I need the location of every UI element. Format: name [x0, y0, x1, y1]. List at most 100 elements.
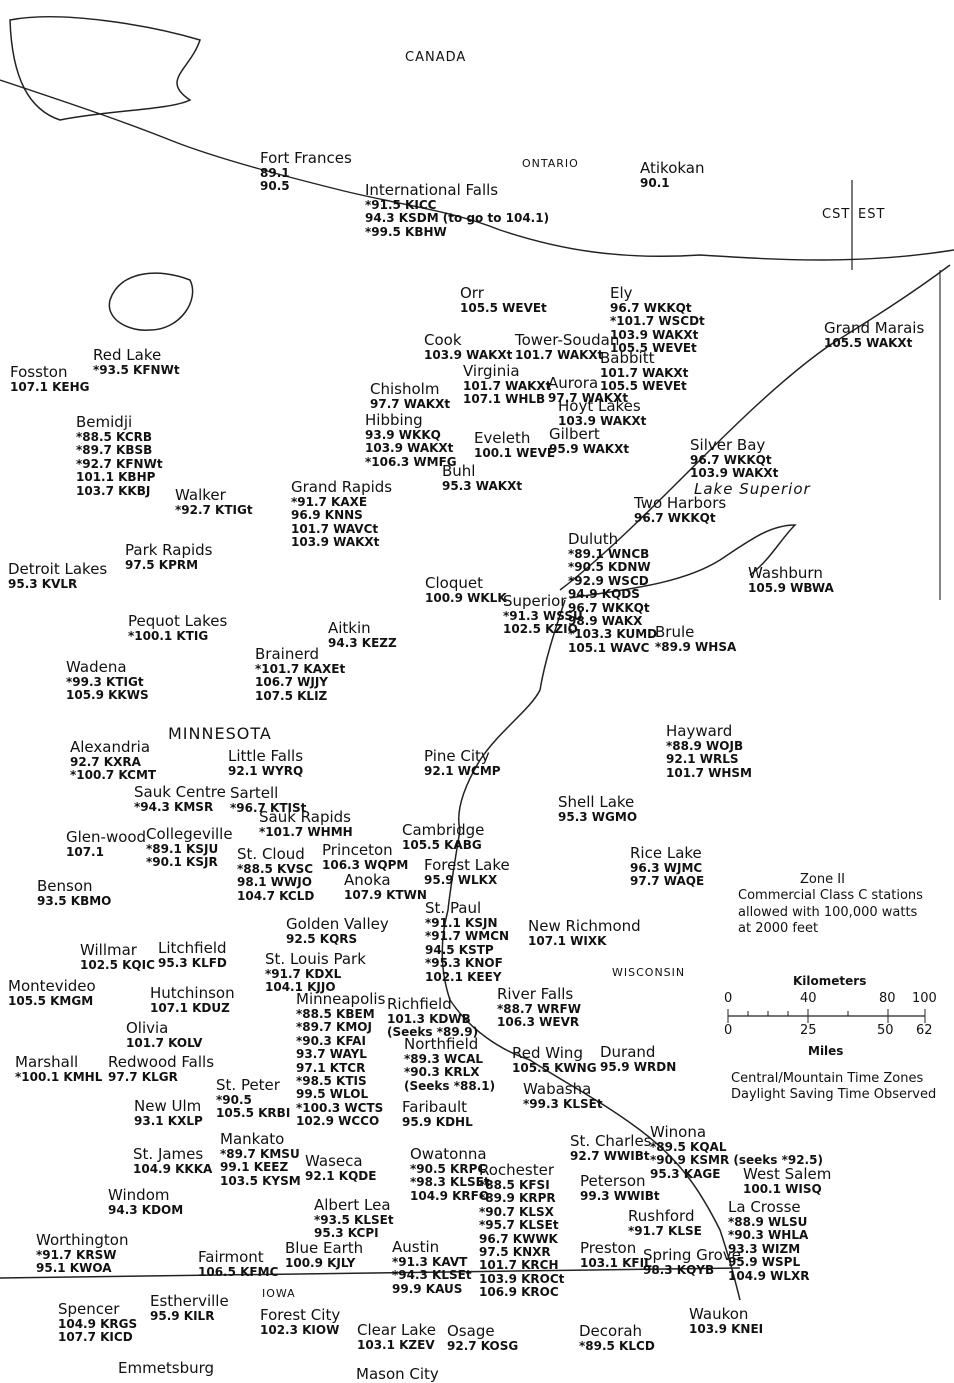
station-frequency: 105.9 KKWS: [66, 688, 149, 703]
city-name: Red Lake: [93, 346, 162, 364]
city-collegeville: Collegeville*89.1 KSJU*90.1 KSJR: [146, 826, 233, 870]
canada-border: [0, 79, 954, 261]
station-frequency: 99.9 KAUS: [392, 1281, 463, 1296]
station-frequency: *100.3 WCTS: [296, 1100, 384, 1115]
station-frequency: *89.5 KQAL: [650, 1139, 727, 1154]
station-frequency: *98.3 KLSEt: [410, 1175, 490, 1190]
station-frequency: 96.9 KNNS: [291, 508, 363, 523]
scale-km-0: 0: [724, 991, 733, 1006]
city-name: Hutchinson: [150, 984, 235, 1002]
city-name: Fort Frances: [260, 149, 352, 167]
minnesota-label: MINNESOTA: [168, 724, 272, 743]
station-frequency: *101.7 WSCDt: [610, 314, 705, 329]
city-name: Benson: [37, 877, 93, 895]
station-frequency: 92.7 KXRA: [70, 754, 141, 769]
scale-mi-0: 0: [724, 1023, 733, 1038]
city-name: Cook: [424, 331, 462, 349]
city-name: Mason City: [356, 1365, 439, 1383]
station-frequency: 92.1 WCMP: [424, 763, 501, 778]
station-frequency: 106.3 WQPM: [322, 857, 409, 872]
station-frequency: 97.7 WAQE: [630, 874, 705, 889]
city-marshall: Marshall*100.1 KMHL: [15, 1054, 102, 1084]
station-frequency: 95.3 WGMO: [558, 809, 638, 824]
station-frequency: *90.3 KRLX: [404, 1065, 480, 1080]
city-name: Little Falls: [228, 747, 304, 765]
station-frequency: 105.1 WAVC: [568, 640, 650, 655]
city-name: Faribault: [402, 1098, 468, 1116]
city-name: Babbitt: [600, 349, 655, 367]
time-note-line1: Central/Mountain Time Zones: [731, 1071, 924, 1086]
city-name: Hayward: [666, 722, 733, 740]
city-name: Montevideo: [8, 977, 96, 995]
city-mason-city: Mason City: [356, 1366, 439, 1383]
city-name: Spencer: [58, 1300, 120, 1318]
city-name: Alexandria: [70, 738, 151, 756]
city-name: Winona: [650, 1123, 707, 1141]
station-frequency: 95.9 WRDN: [600, 1059, 677, 1074]
city-name: Hoyt Lakes: [558, 397, 641, 415]
station-frequency: 103.1 KFIL: [580, 1255, 652, 1270]
station-frequency: *99.3 KLSEt: [523, 1096, 603, 1111]
red-lake: [108, 272, 194, 331]
station-frequency: *96.7 KTISt: [230, 800, 307, 815]
cst-label: CST: [822, 207, 851, 222]
city-name: Pequot Lakes: [128, 612, 228, 630]
city-name: Estherville: [150, 1292, 229, 1310]
zone-note-line1: Commercial Class C stations: [738, 888, 923, 904]
station-frequency: *89.5 KLCD: [579, 1338, 655, 1353]
station-frequency: *91.7 KDXL: [265, 966, 342, 981]
station-frequency: 92.5 KQRS: [286, 931, 358, 946]
station-frequency: *94.3 KMSR: [134, 799, 214, 814]
station-frequency: 102.1 KEEY: [425, 969, 502, 984]
city-name: Peterson: [580, 1172, 646, 1190]
scale-km-40: 40: [800, 991, 817, 1006]
station-frequency: 96.7 WKKQt: [568, 600, 650, 615]
city-name: La Crosse: [728, 1198, 801, 1216]
station-frequency: *90.5: [216, 1092, 252, 1107]
station-frequency: 100.1 WISQ: [743, 1181, 822, 1196]
city-name: Fairmont: [198, 1248, 264, 1266]
station-frequency: 97.7 KLGR: [108, 1069, 178, 1084]
station-frequency: *88.9 WLSU: [728, 1214, 808, 1229]
city-name: Sauk Rapids: [259, 808, 351, 826]
city-rochester: Rochester*88.5 KFSI*89.9 KRPR*90.7 KLSX*…: [479, 1162, 564, 1300]
station-frequency: *100.7 KCMT: [70, 768, 157, 783]
city-name: River Falls: [497, 985, 574, 1003]
station-frequency: *103.3 KUMD: [568, 627, 658, 642]
station-frequency: 105.5 KWNG: [512, 1060, 597, 1075]
iowa-border: [0, 1267, 741, 1279]
station-frequency: 96.7 WKKQt: [634, 510, 716, 525]
station-frequency: *88.5 KBEM: [296, 1006, 375, 1021]
station-frequency: *90.9 KSMR (seeks *92.5): [650, 1153, 823, 1168]
city-name: Redwood Falls: [108, 1053, 215, 1071]
station-frequency: 102.5 KZIO: [503, 622, 578, 637]
city-name: Silver Bay: [690, 436, 766, 454]
station-frequency: *88.5 KCRB: [76, 429, 153, 444]
city-walker: Walker*92.7 KTIGt: [175, 487, 253, 517]
city-rushford: Rushford*91.7 KLSE: [628, 1208, 702, 1238]
station-frequency: *101.7 KAXEt: [255, 661, 346, 676]
